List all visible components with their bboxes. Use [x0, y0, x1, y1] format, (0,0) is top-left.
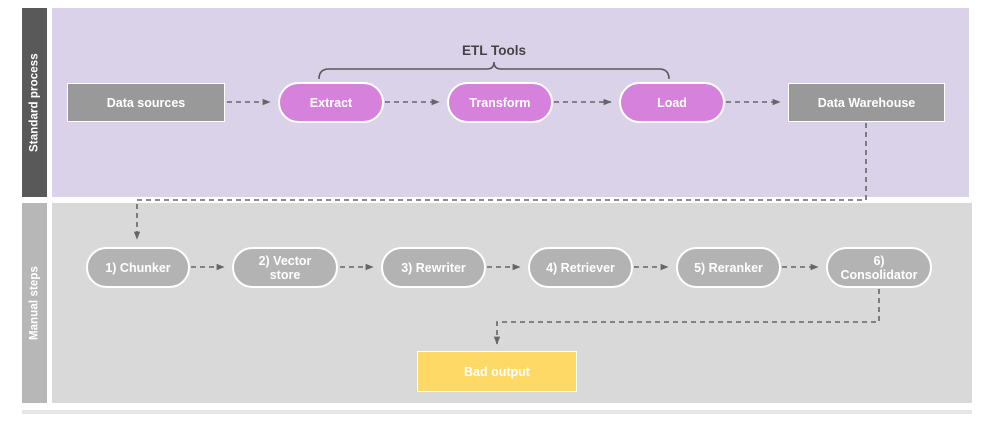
node-bad-output[interactable]: Bad output [417, 351, 577, 392]
lane-label-standard-process: Standard process [22, 8, 47, 197]
footer-divider [22, 410, 972, 414]
node-extract[interactable]: Extract [278, 82, 384, 123]
node-reranker[interactable]: 5) Reranker [676, 247, 781, 288]
node-load[interactable]: Load [619, 82, 725, 123]
node-vector-store[interactable]: 2) Vector store [232, 247, 338, 288]
node-transform[interactable]: Transform [447, 82, 553, 123]
node-retriever[interactable]: 4) Retriever [528, 247, 633, 288]
lane-label-manual-steps: Manual steps [22, 203, 47, 403]
node-consolidator[interactable]: 6) Consolidator [826, 247, 932, 288]
node-data-warehouse[interactable]: Data Warehouse [788, 83, 945, 122]
etl-bracket-label: ETL Tools [462, 43, 526, 58]
node-data-sources[interactable]: Data sources [67, 83, 225, 122]
node-chunker[interactable]: 1) Chunker [86, 247, 190, 288]
node-rewriter[interactable]: 3) Rewriter [381, 247, 486, 288]
